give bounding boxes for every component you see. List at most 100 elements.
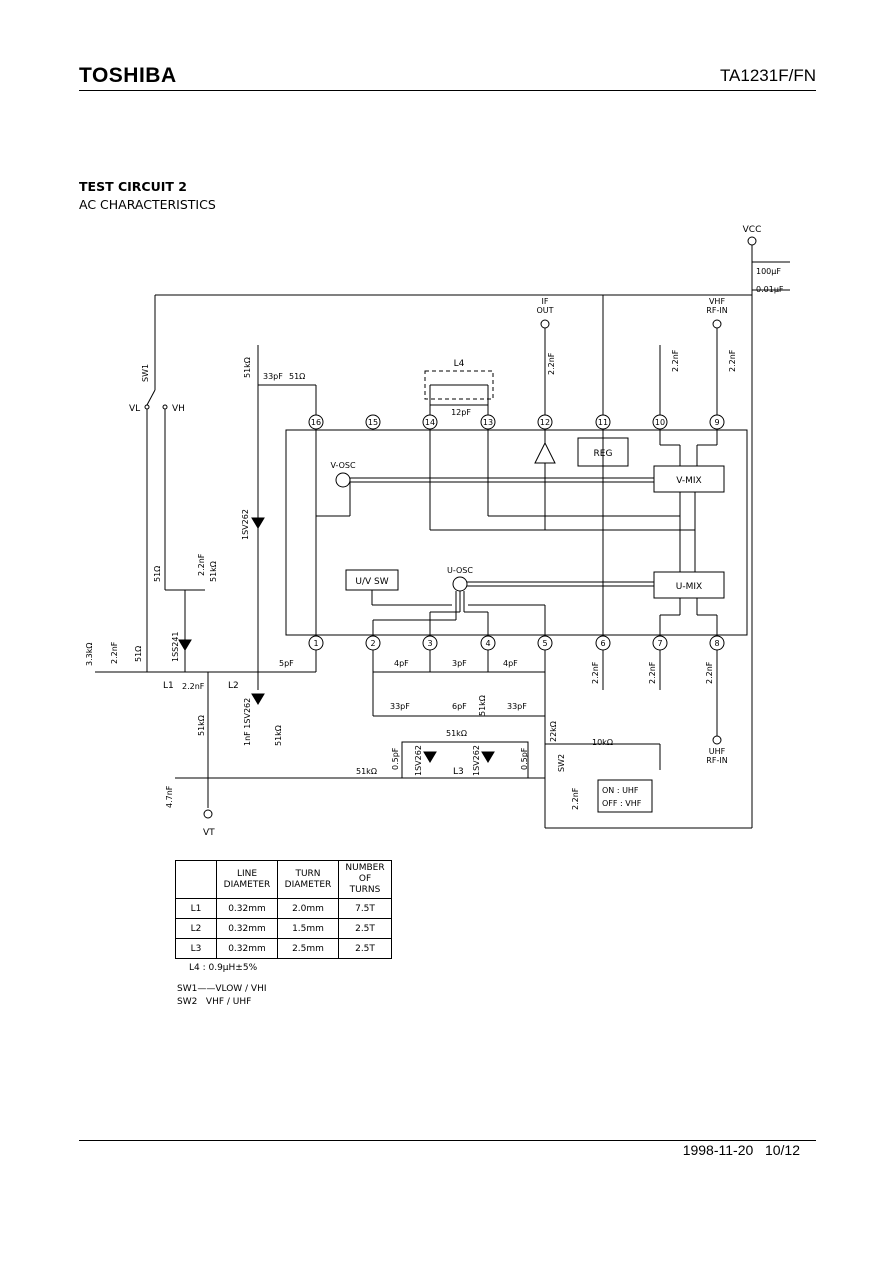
cap-label: 4pF [394, 659, 409, 668]
res-label: 51kΩ [446, 729, 467, 738]
res-label: 51Ω [153, 566, 162, 582]
diode-label: 1nF 1SV262 [243, 698, 252, 746]
varactor-diode-symbol [251, 517, 265, 529]
number-of-turns: 7.5T [338, 898, 392, 919]
note-sw2: SW2 VHF / UHF [177, 997, 252, 1007]
sw2-label: SW2 [557, 754, 566, 772]
sw1-switch[interactable] [146, 389, 156, 406]
l3-label: L3 [453, 767, 464, 777]
pin-label: 1 [313, 639, 318, 648]
cap-label: 2.2nF [648, 661, 657, 684]
cap-label: 0.5pF [391, 747, 400, 770]
ic-pins-top: 16 15 14 13 12 11 10 9 [308, 414, 725, 430]
cap-label: 33pF [390, 702, 410, 711]
line-diameter: 0.32mm [216, 898, 278, 919]
l4-box [424, 370, 494, 400]
v-osc-symbol [335, 472, 351, 488]
cap-label: 2.2nF [705, 661, 714, 684]
coil-name: L3 [175, 938, 217, 959]
sw2-legend-box [597, 779, 653, 813]
table-row: L1 0.32mm 2.0mm 7.5T [175, 898, 392, 919]
vt-terminal[interactable] [203, 809, 213, 819]
u-osc-label: U-OSC [447, 566, 473, 575]
diode-label: 1SV262 [414, 745, 423, 776]
pin-label: 16 [311, 418, 321, 427]
pin-label: 5 [542, 639, 547, 648]
table-header-cell [175, 860, 217, 899]
res-label: 10kΩ [592, 738, 613, 747]
table-row: L3 0.32mm 2.5mm 2.5T [175, 938, 392, 959]
if-amp-symbol [534, 441, 556, 464]
uhf-rf-in-terminal[interactable] [712, 735, 722, 745]
cap-label: 2.2nF [591, 661, 600, 684]
vhf-rf-in-terminal[interactable] [712, 319, 722, 329]
pin-label: 2 [370, 639, 375, 648]
varactor-diode-symbol [423, 751, 437, 763]
pin-label: 13 [483, 418, 493, 427]
pin-15 [365, 414, 381, 430]
res-label: 3.3kΩ [85, 643, 94, 666]
res-label: 51kΩ [243, 357, 252, 378]
sw2-on-label: ON : UHF [602, 786, 639, 795]
l4-label: L4 [454, 359, 465, 369]
varactor-diode-symbol [251, 693, 265, 705]
pin-label: 6 [600, 639, 605, 648]
ic-body [285, 429, 748, 636]
res-label: 51kΩ [274, 725, 283, 746]
res-label: 51kΩ [209, 561, 218, 582]
pin-label: 10 [655, 418, 665, 427]
pin-label: 7 [657, 639, 662, 648]
cap-label: 12pF [451, 408, 471, 417]
v-osc-label: V-OSC [330, 461, 355, 470]
res-label: 22kΩ [549, 721, 558, 742]
footer: 1998-11-20 10/12 [683, 1142, 800, 1158]
l1-label: L1 [163, 681, 174, 691]
turn-diameter: 1.5mm [277, 918, 339, 939]
cap-label: 2.2nF [728, 349, 737, 372]
footer-page: 10/12 [764, 1142, 800, 1158]
uv-sw-label: U/V SW [355, 577, 388, 587]
cap-label: 2.2nF [671, 349, 680, 372]
pin-label: 15 [368, 418, 378, 427]
cap-label: 5pF [279, 659, 294, 668]
pin-label: 14 [425, 418, 435, 427]
cap-label: 2.2nF [197, 553, 206, 576]
pin-label: 12 [540, 418, 550, 427]
header-rule [79, 90, 816, 91]
cap-label: 2.2nF [182, 682, 205, 691]
diode-label: 1SS241 [171, 631, 180, 662]
footer-date: 1998-11-20 [682, 1142, 754, 1158]
pin-label: 8 [714, 639, 719, 648]
res-label: 51Ω [134, 646, 143, 662]
sw2-off-label: OFF : VHF [602, 799, 642, 808]
cap-label: 0.01μF [756, 285, 784, 294]
part-number: TA1231F/FN [719, 66, 816, 85]
diode-label: 1SV262 [472, 745, 481, 776]
cap-label: 0.5pF [520, 747, 529, 770]
section-subtitle: AC CHARACTERISTICS [79, 197, 216, 212]
u-mix-block [653, 571, 725, 599]
u-mix-label: U-MIX [676, 582, 702, 592]
v-mix-block [653, 465, 725, 493]
turn-diameter: 2.0mm [277, 898, 339, 919]
vcc-terminal[interactable] [747, 236, 757, 246]
cap-label: 100μF [756, 267, 781, 276]
res-label: 51kΩ [356, 767, 377, 776]
pin-label: 4 [485, 639, 490, 648]
u-osc-symbol [452, 576, 468, 592]
switch-diode-symbol [178, 639, 192, 651]
brand-logo: TOSHIBA [79, 64, 177, 87]
pin-label: 3 [427, 639, 432, 648]
if-out-terminal[interactable] [540, 319, 550, 329]
cap-label: 2.2nF [571, 787, 580, 810]
footer-rule [79, 1140, 816, 1141]
vt-label: VT [203, 828, 215, 838]
vcc-label: VCC [743, 225, 762, 235]
res-label: 51kΩ [478, 695, 487, 716]
vh-label: VH [172, 404, 185, 414]
cap-label: 2.2nF [547, 352, 556, 375]
note-l4: L4 : 0.9μH±5% [189, 963, 258, 973]
sw1-label: SW1 [141, 364, 150, 382]
